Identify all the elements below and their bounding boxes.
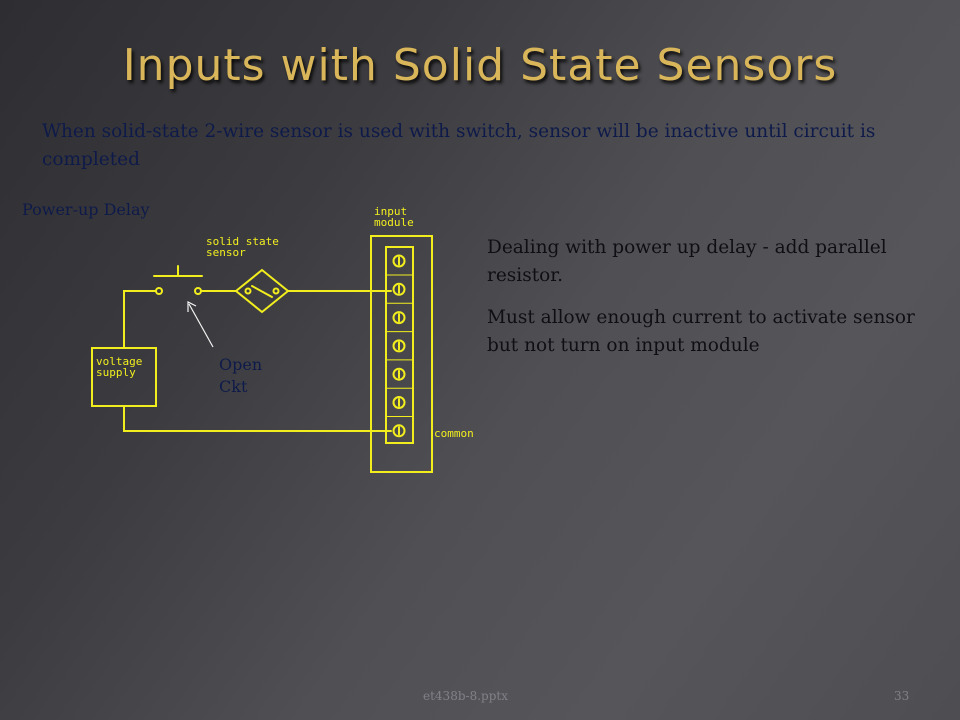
voltage-supply-label: voltage supply [96, 355, 143, 379]
switch-contact-left [155, 287, 163, 295]
sensor-switch-line [251, 285, 273, 298]
explanation-paragraph-2: Must allow enough current to activate se… [487, 307, 915, 356]
sensor-label: solid state sensor [206, 235, 279, 259]
explanation-paragraph-1: Dealing with power up delay - add parall… [487, 237, 887, 286]
sensor-contact-left [244, 287, 252, 295]
slide-number: 33 [894, 689, 910, 703]
supply-to-switch-wire [123, 290, 157, 349]
sensor-contact-right [272, 287, 280, 295]
intro-text: When solid-state 2-wire sensor is used w… [42, 121, 876, 170]
input-terminal-screw [392, 282, 406, 296]
slide-title: Inputs with Solid State Sensors [122, 40, 838, 91]
input-terminal-screw [392, 367, 406, 381]
footer-filename: et438b-8.pptx [423, 689, 508, 703]
input-terminals [385, 254, 414, 438]
power-up-delay-heading: Power-up Delay [22, 200, 150, 219]
open-circuit-label: Open Ckt [219, 355, 263, 396]
input-terminal-screw [392, 396, 406, 409]
common-wire [123, 405, 392, 432]
explanation-text: Dealing with power up delay - add parall… [487, 234, 927, 374]
input-module-terminal-strip [385, 246, 414, 444]
input-module-label: input module [374, 205, 414, 229]
input-terminal-screw [392, 254, 406, 268]
input-terminal-screw [392, 339, 406, 353]
common-label: common [434, 427, 474, 440]
input-terminal-screw [392, 424, 406, 438]
input-terminal-screw [392, 311, 406, 325]
input-module-outline [370, 235, 433, 473]
